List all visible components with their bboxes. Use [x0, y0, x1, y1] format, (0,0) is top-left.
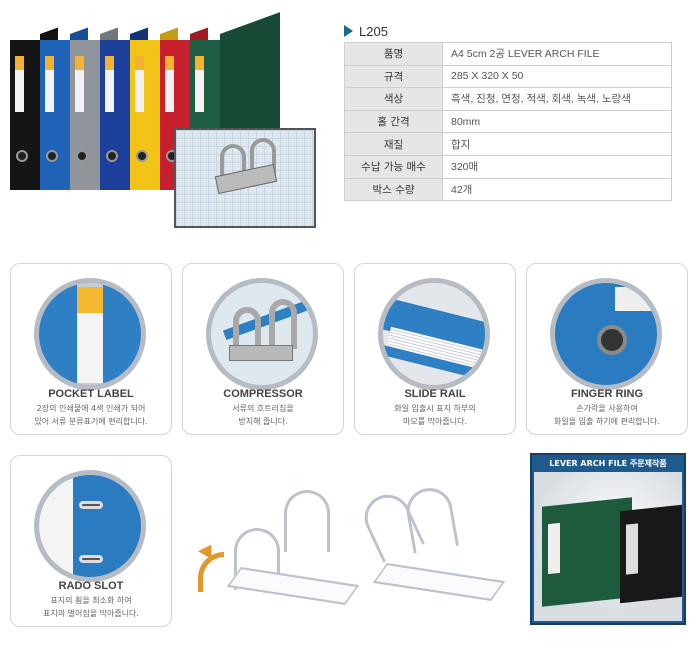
triangle-bullet-icon	[344, 25, 353, 37]
product-photo	[8, 12, 316, 228]
slide-rail-image	[378, 278, 490, 390]
feature-title: COMPRESSOR	[223, 388, 303, 400]
compressor-image	[206, 278, 318, 390]
model-heading: L205	[344, 24, 388, 39]
feature-title: RADO SLOT	[58, 580, 124, 592]
mechanism-closeup	[174, 128, 316, 228]
binder-dark-blue	[40, 27, 88, 190]
custom-order-title: LEVER ARCH FILE 주문제작품	[549, 459, 667, 468]
feature-title: POCKET LABEL	[48, 388, 134, 400]
binder-black	[10, 27, 58, 190]
rado-slot-image	[34, 470, 146, 582]
model-number: L205	[359, 24, 388, 39]
binder-navy	[100, 27, 148, 190]
binder-gray	[70, 27, 118, 190]
custom-order-photo	[534, 472, 682, 621]
feature-title: SLIDE RAIL	[404, 388, 466, 400]
finger-ring-image	[550, 278, 662, 390]
binder-yellow	[130, 27, 178, 190]
lever-mechanism-open-drawing	[357, 484, 514, 618]
pocket-label-image	[34, 278, 146, 390]
feature-title: FINGER RING	[570, 388, 644, 400]
custom-order-panel: LEVER ARCH FILE 주문제작품	[530, 453, 686, 625]
open-arrow-icon	[198, 552, 224, 592]
lever-mechanism-closed-drawing	[214, 490, 364, 620]
